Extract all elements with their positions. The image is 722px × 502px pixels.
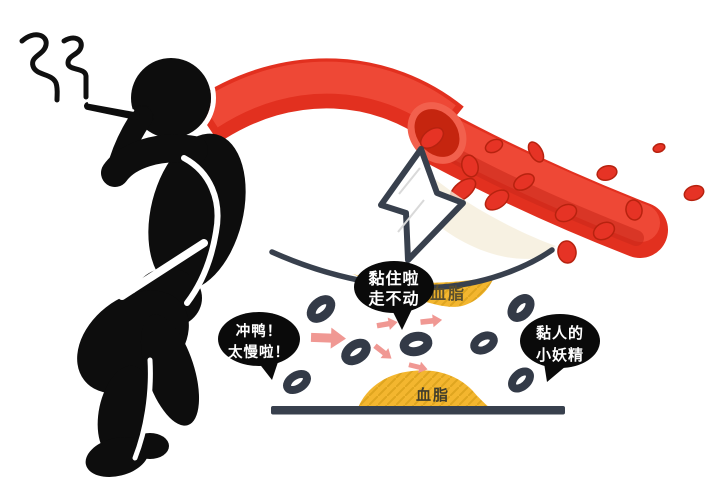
red-blood-cell <box>527 141 545 163</box>
red-blood-cell <box>557 240 577 264</box>
flow-arrow <box>371 340 396 364</box>
speech-bubble-body <box>354 261 434 313</box>
red-blood-cell <box>554 203 578 223</box>
vessel-wall-bottom <box>271 406 565 415</box>
speech-bubble-stuck: 黏住啦 走不动 <box>354 261 434 330</box>
red-blood-cell <box>596 165 618 181</box>
blood-cell-ring <box>283 369 311 395</box>
speech-bubble-body <box>218 312 300 366</box>
speech-bubble-tail <box>544 363 566 382</box>
vessel-arc-highlight <box>200 61 456 131</box>
blood-cell-ring <box>508 367 534 393</box>
smoker-upper-arm <box>101 134 208 187</box>
speech-bubble-rush: 冲鸭！ 太慢啦！ <box>218 312 300 380</box>
magnifier-funnel <box>429 175 556 259</box>
smoke-wisp-left <box>19 32 60 103</box>
blood-cell-ring <box>507 294 535 322</box>
lipid-label-lower: 血脂 <box>416 386 450 404</box>
red-blood-cell <box>484 138 504 154</box>
red-blood-cell <box>484 189 510 211</box>
speech-bubble-clingy-line2: 小妖精 <box>536 346 584 364</box>
speech-bubble-clingy-line1: 黏人的 <box>536 324 584 342</box>
speech-bubble-body <box>520 314 600 368</box>
speech-bubble-tail <box>392 305 414 330</box>
red-blood-cell <box>419 127 445 149</box>
legs-gap <box>132 357 153 461</box>
red-blood-cell <box>625 199 643 221</box>
vessel-segment-highlight <box>424 114 660 242</box>
smoke-wisps-icon <box>19 32 89 103</box>
red-blood-cells <box>419 127 705 264</box>
red-blood-cell <box>652 142 666 154</box>
red-blood-cell <box>683 184 705 202</box>
speech-bubble-tail <box>258 356 280 380</box>
lipid-label-upper: 血脂 <box>430 284 466 303</box>
speech-bubble-rush-line1: 冲鸭！ <box>236 322 283 340</box>
arm-torso-gap <box>181 155 221 306</box>
speech-bubble-stuck-line1: 黏住啦 <box>368 269 419 288</box>
silhouette-white-gaps <box>118 155 221 461</box>
torso-hip-gap <box>118 239 208 300</box>
red-blood-cell <box>461 154 479 178</box>
blood-vessel <box>191 58 705 264</box>
red-blood-cell <box>592 221 616 241</box>
vessel-wall-top <box>269 247 555 291</box>
smoker-thigh <box>140 314 200 426</box>
flow-arrow <box>419 313 443 329</box>
blood-cell-rings <box>283 294 535 395</box>
lightning-bolt-icon <box>378 146 466 263</box>
cigarette-highlight <box>87 101 135 112</box>
blood-cell-ring <box>306 295 336 323</box>
red-blood-cell <box>513 173 535 191</box>
speech-bubble-clingy: 黏人的 小妖精 <box>520 314 600 382</box>
flow-arrow <box>375 315 399 332</box>
cigarette <box>84 102 140 120</box>
speech-bubble-stuck-line2: 走不动 <box>367 289 419 308</box>
lipid-deposit-lower <box>358 370 490 408</box>
smoker-shin <box>97 365 151 459</box>
blood-cell-ring <box>341 338 371 366</box>
smoke-wisp-right <box>61 35 89 100</box>
blood-cell-ring <box>470 331 498 355</box>
flow-arrow <box>310 326 347 350</box>
smoker-torso <box>148 133 246 291</box>
speech-bubble-rush-line2: 太慢啦！ <box>228 343 290 361</box>
blood-cell-ring <box>399 331 433 357</box>
smoker-silhouette <box>77 53 246 477</box>
